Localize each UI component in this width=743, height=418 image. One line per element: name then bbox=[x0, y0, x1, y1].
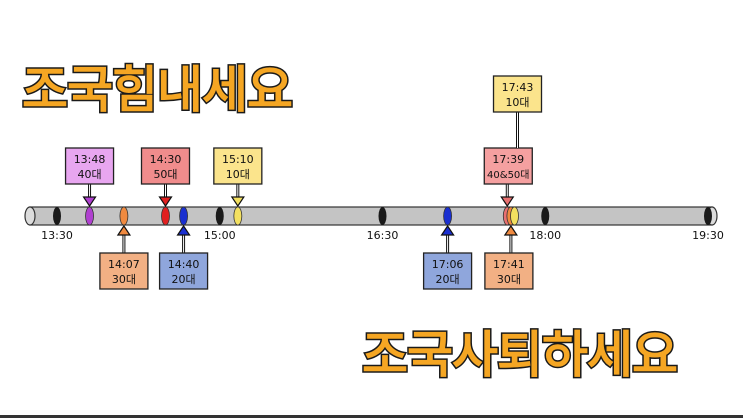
event-marker bbox=[510, 206, 519, 226]
tube-band bbox=[53, 207, 61, 225]
tube-band bbox=[541, 207, 550, 225]
event-marker bbox=[233, 206, 243, 226]
tick-label: 18:00 bbox=[529, 229, 561, 242]
event-time: 14:30 bbox=[150, 153, 182, 166]
event-time: 17:39 bbox=[492, 153, 524, 166]
tick-label: 19:30 bbox=[692, 229, 724, 242]
tick-label: 13:30 bbox=[41, 229, 73, 242]
event-arrow bbox=[440, 224, 455, 236]
event-box bbox=[492, 75, 543, 113]
event-time: 14:07 bbox=[108, 258, 140, 271]
divider bbox=[0, 415, 743, 418]
event-box bbox=[158, 252, 209, 290]
event-group: 50대 bbox=[153, 168, 177, 181]
event-arrow bbox=[500, 196, 515, 208]
event-box bbox=[484, 252, 534, 290]
event-group: 20대 bbox=[436, 273, 460, 286]
event-box bbox=[99, 252, 149, 290]
event-time: 17:41 bbox=[493, 258, 525, 271]
event-marker bbox=[443, 206, 453, 226]
event-time: 17:06 bbox=[432, 258, 464, 271]
tube bbox=[29, 206, 713, 226]
event-group: 30대 bbox=[497, 273, 521, 286]
tick-label: 15:00 bbox=[204, 229, 236, 242]
event-arrow bbox=[230, 196, 245, 208]
event-box bbox=[213, 147, 263, 185]
headline-top: 조국힘내세요 bbox=[21, 60, 295, 121]
event-marker bbox=[119, 206, 129, 226]
event-time: 15:10 bbox=[222, 153, 254, 166]
event-arrow bbox=[158, 196, 173, 208]
event-arrow bbox=[82, 196, 97, 208]
event-time: 14:40 bbox=[168, 258, 200, 271]
event-marker bbox=[179, 206, 188, 226]
tube-band bbox=[378, 207, 387, 225]
event-group: 10대 bbox=[505, 96, 529, 109]
event-arrow bbox=[503, 224, 519, 236]
event-arrow bbox=[176, 224, 191, 236]
tube-left-cap bbox=[24, 206, 36, 226]
headline-bottom: 조국사퇴하세요 bbox=[361, 325, 680, 386]
event-box bbox=[64, 147, 115, 185]
event-box bbox=[140, 147, 191, 185]
event-group: 40대 bbox=[77, 168, 101, 181]
event-group: 30대 bbox=[112, 273, 136, 286]
event-time: 13:48 bbox=[74, 153, 106, 166]
tick-label: 16:30 bbox=[367, 229, 399, 242]
event-group: 40&50대 bbox=[487, 169, 529, 181]
tube-band bbox=[704, 207, 712, 225]
event-marker bbox=[161, 206, 170, 226]
event-marker bbox=[85, 206, 94, 226]
event-box bbox=[483, 147, 533, 185]
event-group: 20대 bbox=[172, 273, 196, 286]
event-arrow bbox=[116, 224, 132, 236]
tube-band bbox=[215, 207, 224, 225]
event-time: 17:43 bbox=[502, 81, 534, 94]
event-group: 10대 bbox=[226, 168, 250, 181]
event-box bbox=[422, 252, 473, 290]
